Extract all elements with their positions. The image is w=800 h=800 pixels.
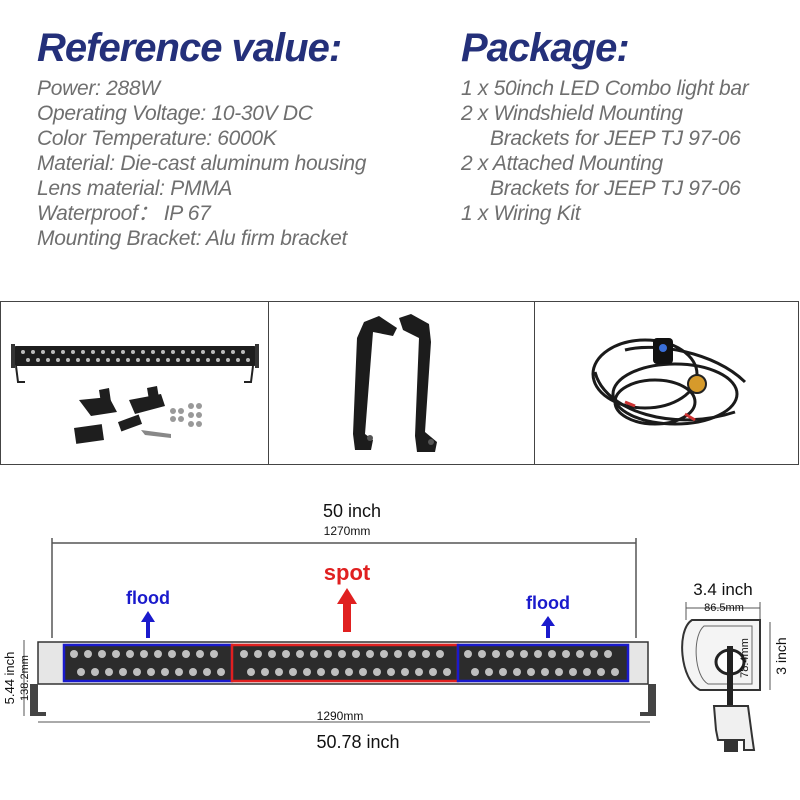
height-mm-label: 138.2mm bbox=[19, 655, 31, 701]
spec-power: Power: 288W bbox=[37, 77, 160, 100]
flood-right-label: flood bbox=[526, 593, 570, 613]
light-bar-with-hardware-image bbox=[11, 344, 259, 444]
dimension-diagram: 50 inch 1270mm flood spot flood 5.44 inc… bbox=[2, 501, 789, 752]
length-mm-label: 1270mm bbox=[324, 524, 371, 538]
flood-left-arrow-icon bbox=[141, 611, 155, 638]
spot-label: spot bbox=[324, 560, 371, 585]
bottom-length-mm-label: 1290mm bbox=[317, 709, 364, 723]
reference-spec-list: Power: 288W Operating Voltage: 10-30V DC… bbox=[37, 76, 366, 251]
side-profile-drawing: 3.4 inch 86.5mm 78.4mm 3 inch bbox=[681, 580, 789, 752]
left-end-bracket bbox=[30, 684, 46, 716]
spec-mounting-bracket: Mounting Bracket: Alu firm bracket bbox=[37, 227, 347, 250]
side-width-mm-label: 86.5mm bbox=[704, 602, 744, 614]
light-bar-image bbox=[11, 344, 259, 383]
bottom-length-inch-label: 50.78 inch bbox=[316, 732, 399, 752]
light-bar-drawing bbox=[30, 641, 656, 716]
spec-material: Material: Die-cast aluminum housing bbox=[37, 152, 367, 175]
height-inch-label: 5.44 inch bbox=[2, 652, 17, 705]
wiring-kit-photo-panel bbox=[535, 302, 798, 464]
product-photo-strip bbox=[0, 301, 799, 465]
package-item-light-bar: 1 x 50inch LED Combo light bar bbox=[461, 77, 749, 100]
package-list: 1 x 50inch LED Combo light bar 2 x Winds… bbox=[461, 76, 749, 226]
windshield-brackets-image bbox=[353, 314, 437, 452]
right-end-bracket bbox=[640, 684, 656, 716]
package-item-attached-brackets: 2 x Attached Mounting bbox=[461, 152, 663, 175]
spec-voltage: Operating Voltage: 10-30V DC bbox=[37, 102, 313, 125]
spec-waterproof: Waterproof： IP 67 bbox=[37, 202, 211, 225]
flood-left-label: flood bbox=[126, 588, 170, 608]
side-width-inch-label: 3.4 inch bbox=[693, 580, 753, 599]
package-item-windshield-brackets: 2 x Windshield Mounting bbox=[461, 102, 683, 125]
side-height-inch-label: 3 inch bbox=[773, 637, 789, 674]
wiring-harness-image bbox=[591, 338, 747, 426]
package-item-wiring-kit: 1 x Wiring Kit bbox=[461, 202, 581, 225]
light-bar-photo-panel bbox=[1, 302, 269, 464]
spec-color-temperature: Color Temperature: 6000K bbox=[37, 127, 277, 150]
mounting-hardware-image bbox=[74, 386, 202, 444]
spec-lens-material: Lens material: PMMA bbox=[37, 177, 233, 200]
package-item-attached-brackets-cont: Brackets for JEEP TJ 97-06 bbox=[490, 177, 741, 200]
flood-right-arrow-icon bbox=[541, 616, 555, 638]
package-item-windshield-brackets-cont: Brackets for JEEP TJ 97-06 bbox=[490, 127, 741, 150]
reference-heading: Reference value: bbox=[37, 26, 342, 70]
relay-image bbox=[687, 374, 707, 394]
side-height-mm-label: 78.4mm bbox=[739, 638, 751, 678]
package-heading: Package: bbox=[461, 26, 630, 70]
spot-arrow-icon bbox=[337, 588, 357, 632]
length-inch-label: 50 inch bbox=[323, 501, 381, 521]
windshield-brackets-photo-panel bbox=[269, 302, 535, 464]
